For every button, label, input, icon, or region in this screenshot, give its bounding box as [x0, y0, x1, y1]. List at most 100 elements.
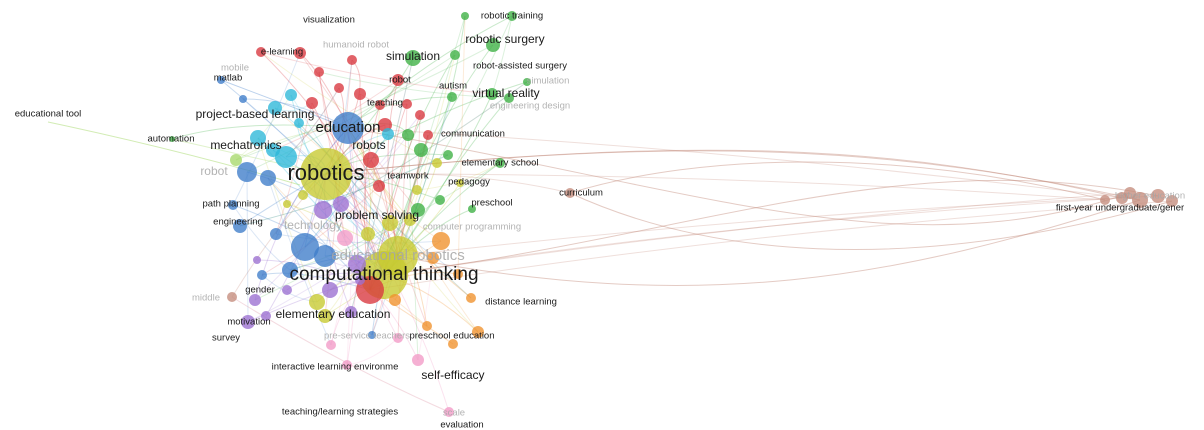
node-label[interactable]: teaching/learning strategies [282, 407, 398, 418]
network-node[interactable] [375, 100, 385, 110]
node-label[interactable]: curriculum [559, 188, 603, 199]
node-label[interactable]: path planning [202, 199, 259, 210]
network-node[interactable] [260, 170, 276, 186]
node-label[interactable]: simulation [527, 76, 570, 87]
network-node[interactable] [466, 293, 476, 303]
network-node[interactable] [250, 130, 266, 146]
network-node[interactable] [261, 311, 271, 321]
node-label[interactable]: distance learning [485, 297, 557, 308]
node-label[interactable]: mechatronics [210, 138, 281, 152]
node-label[interactable]: pedagogy [448, 177, 490, 188]
network-node[interactable] [468, 205, 476, 213]
network-node[interactable] [322, 282, 338, 298]
network-node[interactable] [432, 158, 442, 168]
node-label[interactable]: autism [439, 81, 467, 92]
network-node[interactable] [239, 95, 247, 103]
network-node[interactable] [256, 47, 266, 57]
network-node[interactable] [443, 150, 453, 160]
node-label[interactable]: simulation [386, 49, 440, 63]
network-node[interactable] [414, 143, 428, 157]
network-node[interactable] [233, 219, 247, 233]
network-node[interactable] [275, 146, 297, 168]
network-node[interactable] [565, 188, 575, 198]
network-node[interactable] [402, 99, 412, 109]
network-node[interactable] [347, 55, 357, 65]
node-label[interactable]: robots [352, 138, 385, 152]
network-node[interactable] [337, 230, 353, 246]
node-label[interactable]: problem solving [335, 208, 419, 222]
network-node[interactable] [435, 195, 445, 205]
node-label[interactable]: survey [212, 333, 240, 344]
network-node[interactable] [382, 215, 398, 231]
network-node[interactable] [318, 309, 332, 323]
network-node[interactable] [283, 200, 291, 208]
node-label[interactable]: educational robotics [331, 247, 464, 264]
network-node[interactable] [422, 321, 432, 331]
node-label[interactable]: self-efficacy [421, 368, 484, 382]
node-label[interactable]: robotic surgery [465, 32, 544, 46]
network-node[interactable] [230, 154, 242, 166]
network-node[interactable] [453, 269, 463, 279]
network-node[interactable] [285, 89, 297, 101]
node-label[interactable]: humanoid robot [323, 40, 389, 51]
node-label[interactable]: preschool [471, 198, 512, 209]
network-node[interactable] [266, 143, 280, 157]
node-label[interactable]: middle [192, 293, 220, 304]
network-node[interactable] [1100, 195, 1110, 205]
network-node[interactable] [217, 76, 225, 84]
network-node[interactable] [504, 93, 514, 103]
node-label[interactable]: elementary education [276, 307, 391, 321]
network-node[interactable] [355, 275, 365, 285]
network-node[interactable] [412, 354, 424, 366]
network-node[interactable] [412, 185, 422, 195]
node-label[interactable]: teamwork [387, 171, 428, 182]
network-node[interactable] [300, 148, 352, 200]
network-node[interactable] [427, 252, 439, 264]
node-label[interactable]: education [315, 119, 380, 136]
network-node[interactable] [241, 315, 255, 329]
node-label[interactable]: project-based learning [196, 107, 315, 121]
network-node[interactable] [237, 162, 257, 182]
network-node[interactable] [348, 255, 366, 273]
node-label[interactable]: mobile [221, 63, 249, 74]
network-node[interactable] [249, 294, 261, 306]
node-label[interactable]: engineering design [490, 101, 570, 112]
node-label[interactable]: automation [147, 134, 194, 145]
node-label[interactable]: e-learning [261, 47, 303, 58]
node-label[interactable]: technology [284, 218, 342, 232]
node-label[interactable]: motivation [227, 317, 270, 328]
network-node[interactable] [1151, 189, 1165, 203]
network-node[interactable] [373, 180, 385, 192]
network-node[interactable] [306, 97, 318, 109]
network-node[interactable] [1124, 187, 1136, 199]
network-node[interactable] [169, 136, 175, 142]
node-label[interactable]: virtual reality [472, 86, 539, 100]
network-node[interactable] [345, 306, 357, 318]
network-node[interactable] [326, 340, 336, 350]
network-node[interactable] [294, 47, 306, 59]
network-node[interactable] [363, 152, 379, 168]
network-node[interactable] [495, 158, 505, 168]
network-node[interactable] [361, 227, 375, 241]
network-node[interactable] [291, 233, 319, 261]
network-node[interactable] [282, 262, 298, 278]
network-node[interactable] [393, 333, 403, 343]
network-node[interactable] [507, 11, 517, 21]
network-node[interactable] [314, 201, 332, 219]
node-label[interactable]: first-year undergraduate/gener [1056, 203, 1184, 214]
network-node[interactable] [447, 92, 457, 102]
network-node[interactable] [456, 179, 464, 187]
network-node[interactable] [298, 190, 308, 200]
network-node[interactable] [227, 292, 237, 302]
node-label[interactable]: higher education [1115, 191, 1185, 202]
network-node[interactable] [268, 101, 282, 115]
node-label[interactable]: interactive learning environme [272, 362, 399, 373]
network-node[interactable] [378, 236, 418, 276]
node-label[interactable]: robotics [287, 160, 364, 185]
network-node[interactable] [333, 196, 349, 212]
node-label[interactable]: gender [245, 285, 275, 296]
network-node[interactable] [282, 285, 292, 295]
network-node[interactable] [314, 67, 324, 77]
node-label[interactable]: preschool education [409, 331, 494, 342]
network-node[interactable] [257, 270, 267, 280]
